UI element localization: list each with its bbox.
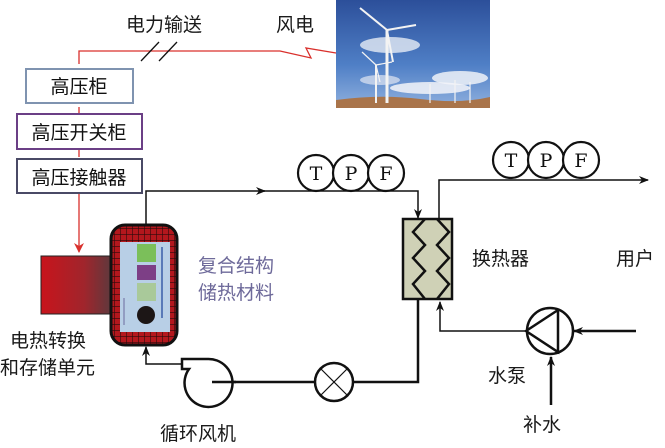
heat-exchanger-label: 换热器	[472, 248, 529, 270]
high-voltage-contactor-label: 高压接触器	[31, 167, 126, 189]
sensor-label: T	[505, 150, 518, 172]
water-out-pipe	[438, 176, 649, 219]
circulating-fan-label: 循环风机	[160, 423, 236, 445]
sensors-left: T P F	[296, 153, 406, 193]
composite-material-label-line1: 复合结构	[198, 255, 274, 277]
high-voltage-cabinet-label: 高压柜	[50, 76, 107, 98]
high-voltage-contactor-box: 高压接触器	[16, 158, 143, 194]
wind-power-label: 风电	[276, 14, 314, 36]
valve	[313, 361, 355, 403]
water-pump-label: 水泵	[488, 365, 526, 387]
storage-unit-label-line2: 和存储单元	[0, 357, 95, 379]
water-return-pipe	[436, 301, 636, 405]
heat-storage-unit	[109, 223, 179, 347]
high-voltage-cabinet-box: 高压柜	[25, 68, 134, 104]
power-line	[74, 47, 337, 253]
wind-farm-photo	[336, 0, 490, 108]
power-transmission-label: 电力输送	[126, 14, 202, 36]
sensor-label: T	[310, 163, 323, 185]
user-label: 用户	[616, 248, 654, 270]
storage-unit-label-line1: 电热转换	[10, 330, 86, 352]
heater-block	[40, 255, 114, 315]
sensor-label: P	[345, 163, 358, 185]
sensor-label: F	[574, 150, 587, 172]
high-voltage-switch-cabinet-box: 高压开关柜	[16, 113, 143, 150]
flow-sensor-right	[561, 140, 601, 180]
break-symbol	[140, 41, 178, 62]
water-pump	[523, 306, 575, 356]
circulating-fan	[180, 357, 236, 409]
return-air-pipe	[212, 299, 420, 384]
composite-material-label-line2: 储热材料	[198, 282, 274, 304]
flow-sensor-left	[366, 153, 406, 193]
sensors-right: T P F	[491, 140, 601, 180]
fan-to-storage-pipe	[142, 346, 182, 365]
sensor-label: P	[540, 150, 553, 172]
high-voltage-switch-cabinet-label: 高压开关柜	[31, 122, 126, 144]
hot-air-pipe	[145, 187, 422, 225]
heat-exchanger	[401, 217, 454, 301]
makeup-water-label: 补水	[523, 414, 561, 436]
sensor-label: F	[379, 163, 392, 185]
